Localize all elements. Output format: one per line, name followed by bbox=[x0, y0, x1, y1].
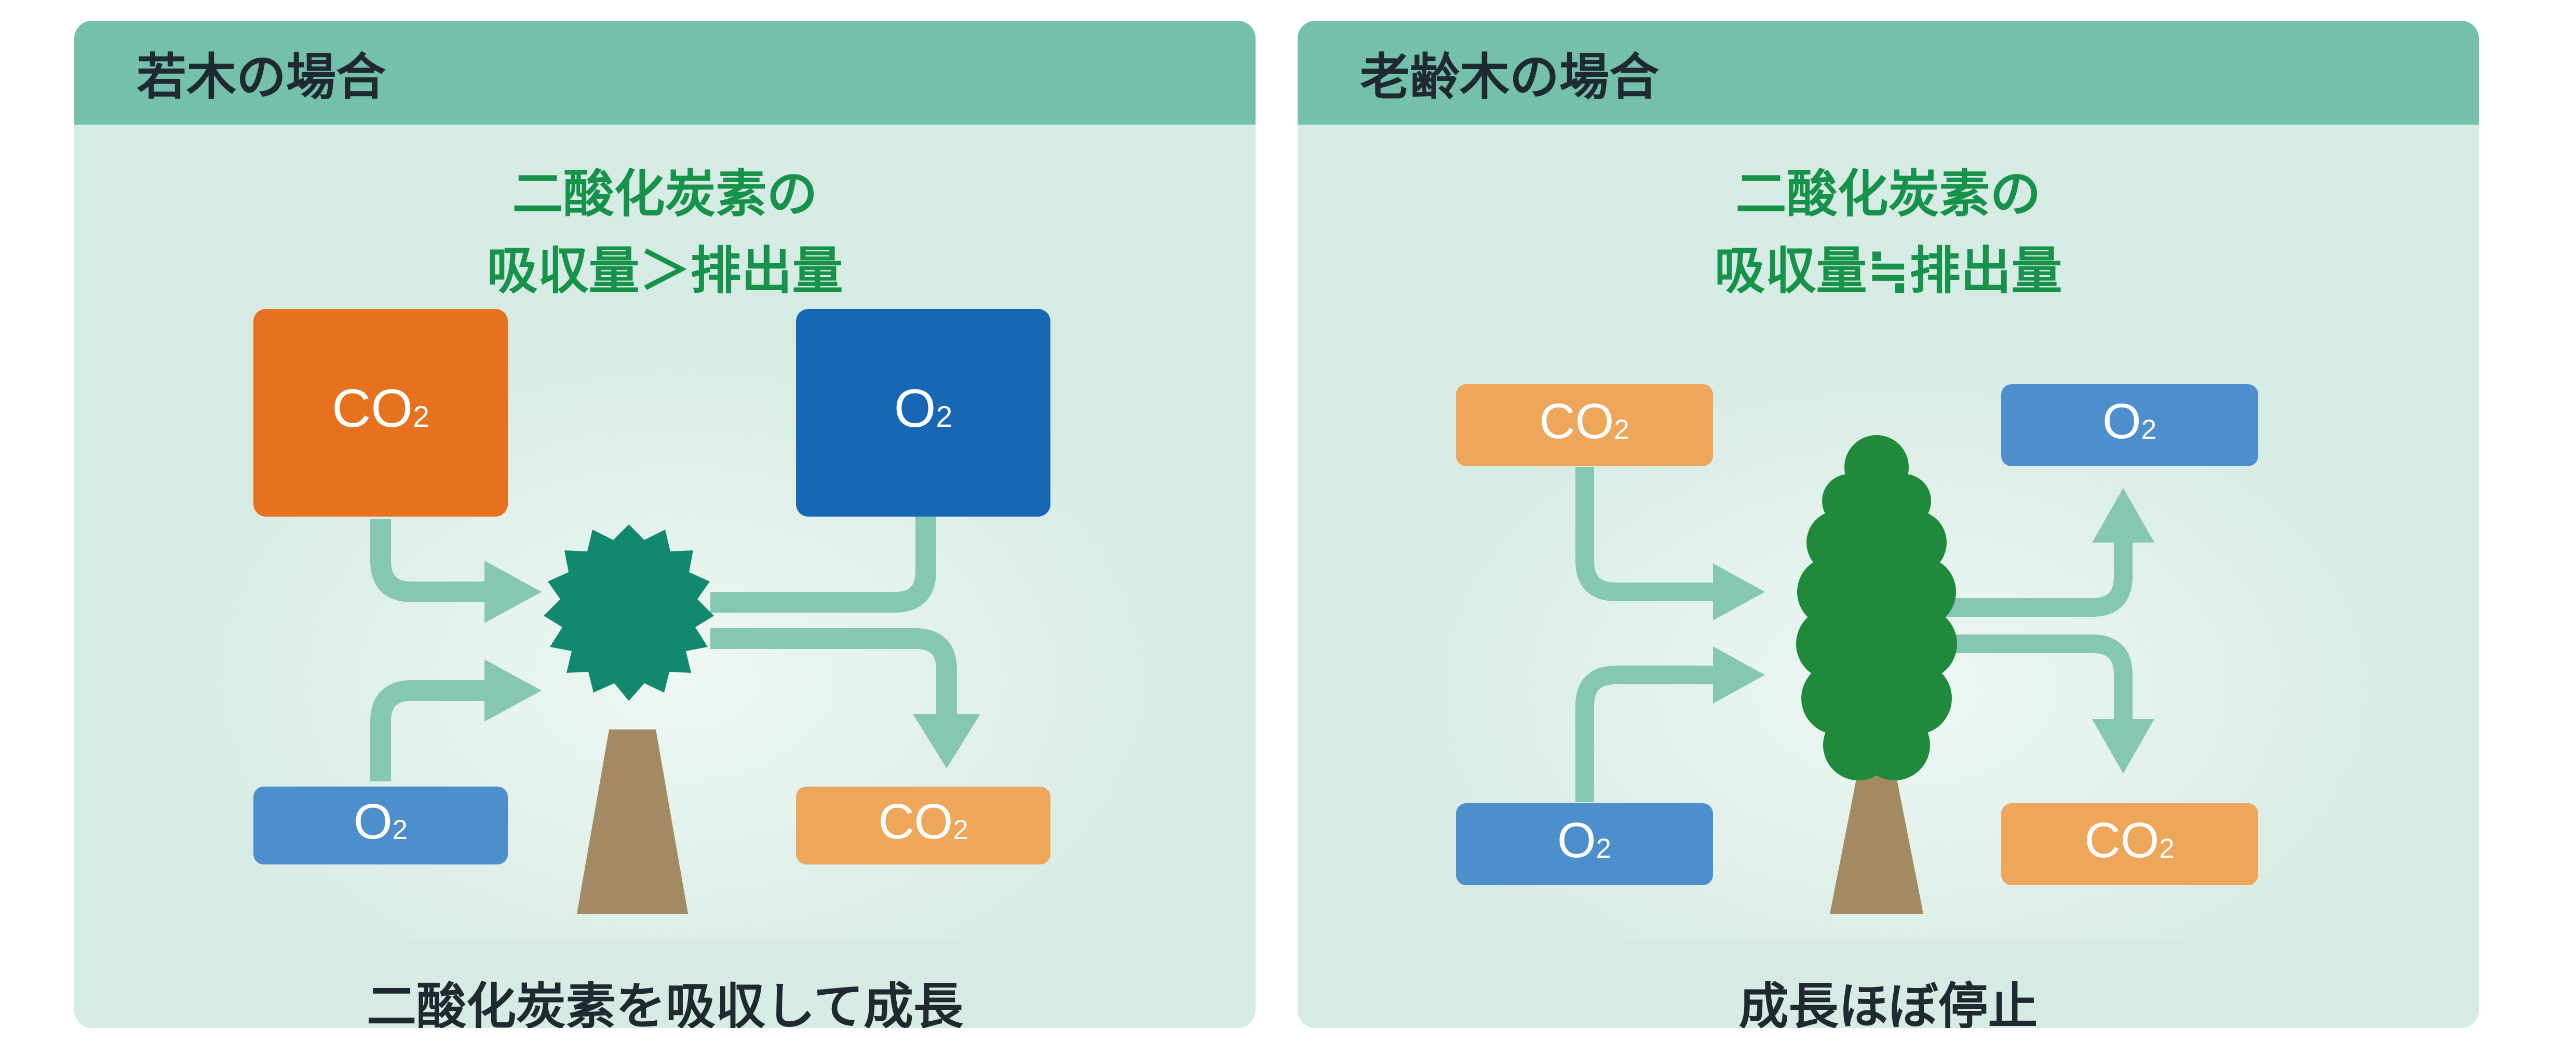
co2-intake-arrow bbox=[1575, 467, 1713, 601]
svg-text:CO2: CO2 bbox=[2084, 813, 2174, 868]
svg-text:CO2: CO2 bbox=[878, 794, 968, 849]
heading-line-1: 二酸化炭素の bbox=[512, 165, 818, 224]
heading-line-2: 吸収量＞排出量 bbox=[487, 241, 843, 301]
o2-intake-arrow bbox=[370, 680, 484, 781]
old-tree-panel: 老齢木の場合 bbox=[1298, 21, 2479, 1028]
old-tree-icon bbox=[1796, 435, 1957, 914]
arrow-head bbox=[2092, 488, 2154, 543]
arrow-head bbox=[2092, 719, 2154, 774]
o2-release-arrow bbox=[1934, 540, 2133, 617]
tree-crown bbox=[544, 524, 714, 701]
o2-intake-box: O2 bbox=[1456, 803, 1713, 885]
panel-header: 老齢木の場合 bbox=[1298, 21, 2479, 125]
co2-output-box: CO2 bbox=[796, 787, 1050, 864]
young-tree-diagram: CO2 O2 O2 CO2 bbox=[194, 291, 1170, 940]
co2-intake-arrow bbox=[370, 519, 484, 602]
panel-header: 若木の場合 bbox=[74, 21, 1256, 125]
svg-text:CO2: CO2 bbox=[1539, 394, 1629, 449]
co2-release-arrow bbox=[710, 628, 957, 716]
arrow-head bbox=[484, 659, 542, 722]
tree-trunk bbox=[577, 729, 688, 914]
panel-caption: 成長ほぼ停止 bbox=[1738, 977, 2038, 1029]
panel-caption: 二酸化炭素を吸収して成長 bbox=[366, 977, 964, 1029]
heading-line-1: 二酸化炭素の bbox=[1735, 165, 2041, 224]
svg-text:O2: O2 bbox=[2102, 394, 2156, 449]
arrow-head bbox=[913, 714, 980, 768]
o2-output-box: O2 bbox=[2001, 384, 2258, 466]
tree-trunk bbox=[1830, 768, 1923, 914]
panel-title: 老齢木の場合 bbox=[1360, 48, 1659, 106]
o2-intake-arrow bbox=[1575, 666, 1713, 802]
svg-text:CO2: CO2 bbox=[332, 378, 429, 439]
o2-intake-box: O2 bbox=[253, 787, 508, 864]
panel-title: 若木の場合 bbox=[137, 48, 386, 106]
arrow-head bbox=[1713, 646, 1765, 704]
old-tree-diagram: CO2 O2 O2 CO2 bbox=[1417, 312, 2393, 940]
balance-heading: 二酸化炭素の 吸収量≒排出量 bbox=[1298, 156, 2479, 309]
svg-text:O2: O2 bbox=[1557, 813, 1611, 868]
heading-line-2: 吸収量≒排出量 bbox=[1714, 241, 2062, 301]
co2-intake-box: CO2 bbox=[1456, 384, 1713, 466]
co2-release-arrow bbox=[1934, 634, 2133, 722]
co2-output-box: CO2 bbox=[2001, 803, 2258, 885]
co2-intake-box: CO2 bbox=[253, 309, 508, 517]
svg-text:O2: O2 bbox=[894, 378, 953, 439]
tree-crown bbox=[1796, 435, 1957, 780]
balance-heading: 二酸化炭素の 吸収量＞排出量 bbox=[74, 156, 1256, 309]
o2-output-box: O2 bbox=[796, 309, 1050, 517]
arrow-head bbox=[1713, 563, 1765, 620]
young-tree-panel: 若木の場合 CO2 bbox=[74, 21, 1256, 1028]
o2-release-arrow bbox=[710, 509, 936, 613]
arrow-head bbox=[484, 561, 542, 623]
svg-text:O2: O2 bbox=[354, 794, 408, 849]
young-tree-icon bbox=[544, 524, 714, 914]
